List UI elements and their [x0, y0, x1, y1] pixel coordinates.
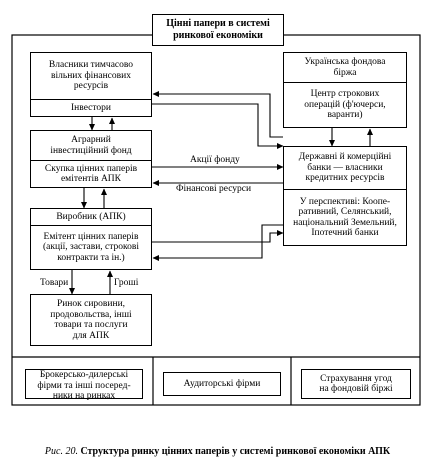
banks-line-3: кредитних ресурсів	[305, 173, 385, 184]
future-banks-line-3: національний Земельний,	[293, 217, 397, 228]
brokers-line-1: Брокерсько-дилерські	[39, 370, 129, 380]
futures-center-line-2: операцій (ф'ючерси,	[304, 99, 386, 110]
futures-center-node: Центр строкових операцій (ф'ючерси, вара…	[284, 82, 406, 127]
exchange-box: Українська фондова біржа Центр строкових…	[283, 52, 407, 128]
producer-node: Виробник (АПК)	[31, 209, 151, 225]
investors-label: Інвестори	[71, 102, 111, 113]
banks-node: Державні й комерційні банки — власники к…	[284, 147, 406, 189]
brokers-node: Брокерсько-дилерські фірми та інші посер…	[26, 370, 142, 402]
financial-resources-label: Фінансові ресурси	[176, 184, 252, 194]
auditors-label: Аудиторські фірми	[183, 378, 261, 389]
issuer-line-3: контракти та ін.)	[57, 252, 125, 263]
securities-issuer-node: Емітент цінних паперів (акції, застави, …	[31, 225, 151, 269]
agro-fund-line-2: інвестиційний фонд	[50, 145, 132, 156]
market-line-3: товари та послуги	[54, 320, 128, 330]
future-banks-line-4: Іпотечний банки	[311, 228, 379, 238]
market-node: Ринок сировини, продовольства, інші това…	[31, 295, 151, 345]
auditors-node: Аудиторські фірми	[164, 373, 280, 395]
stock-exchange-line-1: Українська фондова	[304, 57, 386, 67]
resource-owners-node: Власники тимчасово вільних фінансових ре…	[31, 53, 151, 99]
goods-label: Товари	[40, 278, 69, 288]
investors-node: Інвестори	[31, 99, 151, 116]
figure-caption: Рис. 20. Структура ринку цінних паперів …	[0, 446, 435, 458]
resource-owners-line-1: Власники тимчасово	[48, 60, 134, 71]
futures-center-line-3: варанти)	[327, 110, 363, 121]
brokers-line-2: фірми та інші посеред-	[37, 380, 131, 391]
market-box: Ринок сировини, продовольства, інші това…	[30, 294, 152, 346]
issuer-line-1: Емітент цінних паперів	[43, 231, 139, 242]
stock-exchange-line-2: біржа	[333, 67, 357, 78]
insurance-node: Страхування угод на фондовій біржі	[302, 370, 410, 398]
diagram-title: Цінні папери в системі ринкової економік…	[152, 14, 284, 46]
money-label: Гроші	[114, 278, 139, 288]
agro-fund-node: Аграрний інвестиційний фонд	[31, 131, 151, 160]
arrow-producer-to-banks	[152, 230, 284, 243]
futures-center-line-1: Центр строкових	[310, 89, 380, 100]
market-line-4: для АПК	[72, 330, 110, 341]
investors-box: Власники тимчасово вільних фінансових ре…	[30, 52, 152, 117]
diagram-title-line-2: ринкової економіки	[173, 30, 263, 41]
auditors-box: Аудиторські фірми	[163, 372, 281, 396]
future-banks-line-2: ративний, Селянський,	[298, 207, 392, 217]
market-line-1: Ринок сировини,	[56, 299, 126, 309]
securities-buyout-node: Скупка цінних паперів емітентів АПК	[31, 160, 151, 187]
resource-owners-line-2: вільних фінансових	[51, 70, 131, 81]
diagram-title-line-1: Цінні папери в системі	[166, 18, 270, 29]
producer-box: Виробник (АПК) Емітент цінних паперів (а…	[30, 208, 152, 270]
brokers-line-3: ники на ринках	[52, 391, 116, 401]
figure-caption-text: Структура ринку цінних паперів у системі…	[80, 446, 391, 457]
agro-fund-line-1: Аграрний	[71, 135, 111, 145]
future-banks-line-1: У перспективі: Коопе-	[299, 196, 391, 207]
market-line-2: продовольства, інші	[50, 309, 132, 320]
securities-buyout-line-1: Скупка цінних паперів	[44, 163, 138, 174]
figure-number: Рис. 20.	[44, 446, 78, 457]
banks-box: Державні й комерційні банки — власники к…	[283, 146, 407, 246]
stock-exchange-node: Українська фондова біржа	[284, 53, 406, 82]
arrow-banks-to-investors	[152, 91, 283, 138]
future-banks-node: У перспективі: Коопе- ративний, Селянськ…	[284, 189, 406, 245]
securities-buyout-line-2: емітентів АПК	[60, 174, 121, 184]
producer-label: Виробник (АПК)	[56, 211, 126, 222]
agro-fund-box: Аграрний інвестиційний фонд Скупка цінни…	[30, 130, 152, 188]
banks-line-2: банки — власники	[307, 162, 383, 173]
brokers-box: Брокерсько-дилерські фірми та інші посер…	[25, 369, 143, 402]
insurance-line-1: Страхування угод	[320, 373, 392, 384]
insurance-box: Страхування угод на фондовій біржі	[301, 369, 411, 399]
insurance-line-2: на фондовій біржі	[319, 384, 393, 394]
fund-shares-label: Акції фонду	[190, 155, 240, 165]
banks-line-1: Державні й комерційні	[298, 152, 392, 163]
arrow-investors-to-banks	[152, 103, 284, 149]
resource-owners-line-3: ресурсів	[73, 81, 109, 92]
issuer-line-2: (акції, застави, строкові	[42, 242, 140, 253]
